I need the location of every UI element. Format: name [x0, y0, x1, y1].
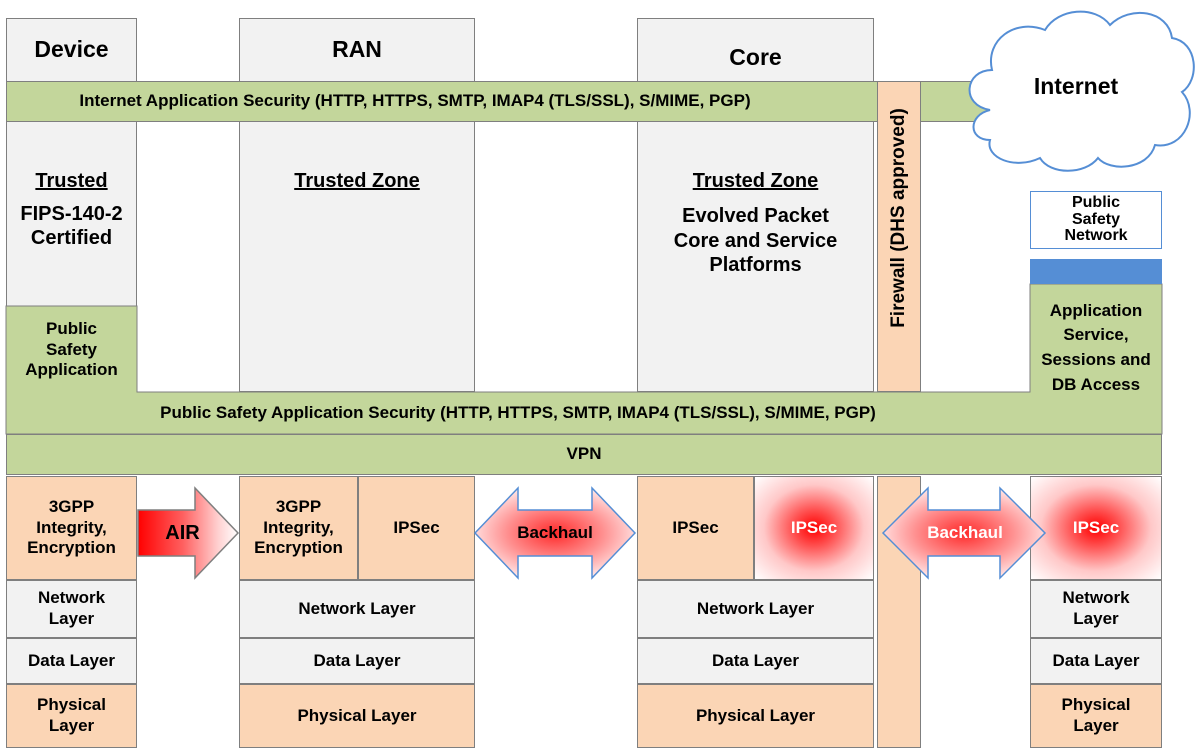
- vpn-band: [6, 434, 1162, 475]
- air-arrow: [137, 486, 240, 580]
- firewall-column: [877, 81, 921, 392]
- device-ps-app: Public Safety Application: [25, 318, 118, 380]
- ran-ipsec: IPSec: [358, 476, 475, 580]
- core-column: [637, 18, 874, 392]
- vpn-label: VPN: [566, 444, 602, 464]
- ran-physical-layer: Physical Layer: [239, 684, 475, 748]
- core-ipsec-glow-label: IPSec: [790, 517, 838, 537]
- psn-title: Public Safety Network: [1064, 193, 1128, 245]
- psn-app-service: Application Service, Sessions and DB Acc…: [1041, 300, 1151, 394]
- backhaul-arrow-core-psn: [881, 486, 1047, 580]
- device-trust-desc: FIPS-140-2 Certified: [20, 202, 123, 249]
- core-trust-heading: Trusted Zone: [692, 169, 819, 192]
- device-network-layer: Network Layer: [6, 580, 137, 638]
- psn-ipsec-glow: [1030, 476, 1162, 580]
- device-physical-layer: Physical Layer: [6, 684, 137, 748]
- internet-security-band: [6, 81, 1006, 122]
- core-ipsec: IPSec: [637, 476, 754, 580]
- internet-title: Internet: [1033, 72, 1119, 99]
- psn-ipsec-label: IPSec: [1072, 517, 1120, 537]
- psn-physical-layer: Physical Layer: [1030, 684, 1162, 748]
- backhaul-label-2: Backhaul: [927, 522, 1003, 542]
- device-data-layer: Data Layer: [6, 638, 137, 684]
- ran-column: [239, 18, 475, 392]
- core-trust-desc: Evolved Packet Core and Service Platform…: [673, 205, 838, 277]
- ran-3gpp: 3GPP Integrity, Encryption: [239, 476, 358, 580]
- device-title: Device: [34, 35, 109, 62]
- core-physical-layer: Physical Layer: [637, 684, 874, 748]
- ps-security-band: Public Safety Application Security (HTTP…: [160, 402, 876, 422]
- internet-security-label: Internet Application Security (HTTP, HTT…: [79, 91, 751, 111]
- ran-network-layer: Network Layer: [239, 580, 475, 638]
- ran-trust-heading: Trusted Zone: [294, 169, 420, 192]
- psn-box: [1030, 191, 1162, 249]
- psn-blue-bar: [1030, 259, 1162, 284]
- core-ipsec-glow: [754, 476, 874, 580]
- core-network-layer: Network Layer: [637, 580, 874, 638]
- psn-data-layer: Data Layer: [1030, 638, 1162, 684]
- device-3gpp: 3GPP Integrity, Encryption: [6, 476, 137, 580]
- ran-title: RAN: [332, 35, 382, 62]
- air-label: AIR: [165, 521, 200, 544]
- backhaul-arrow-ran-core: [473, 486, 637, 580]
- core-title: Core: [729, 43, 782, 70]
- device-trust-heading: Trusted: [35, 169, 108, 192]
- psn-network-layer: Network Layer: [1030, 580, 1162, 638]
- core-data-layer: Data Layer: [637, 638, 874, 684]
- backhaul-label-1: Backhaul: [517, 522, 593, 542]
- ran-data-layer: Data Layer: [239, 638, 475, 684]
